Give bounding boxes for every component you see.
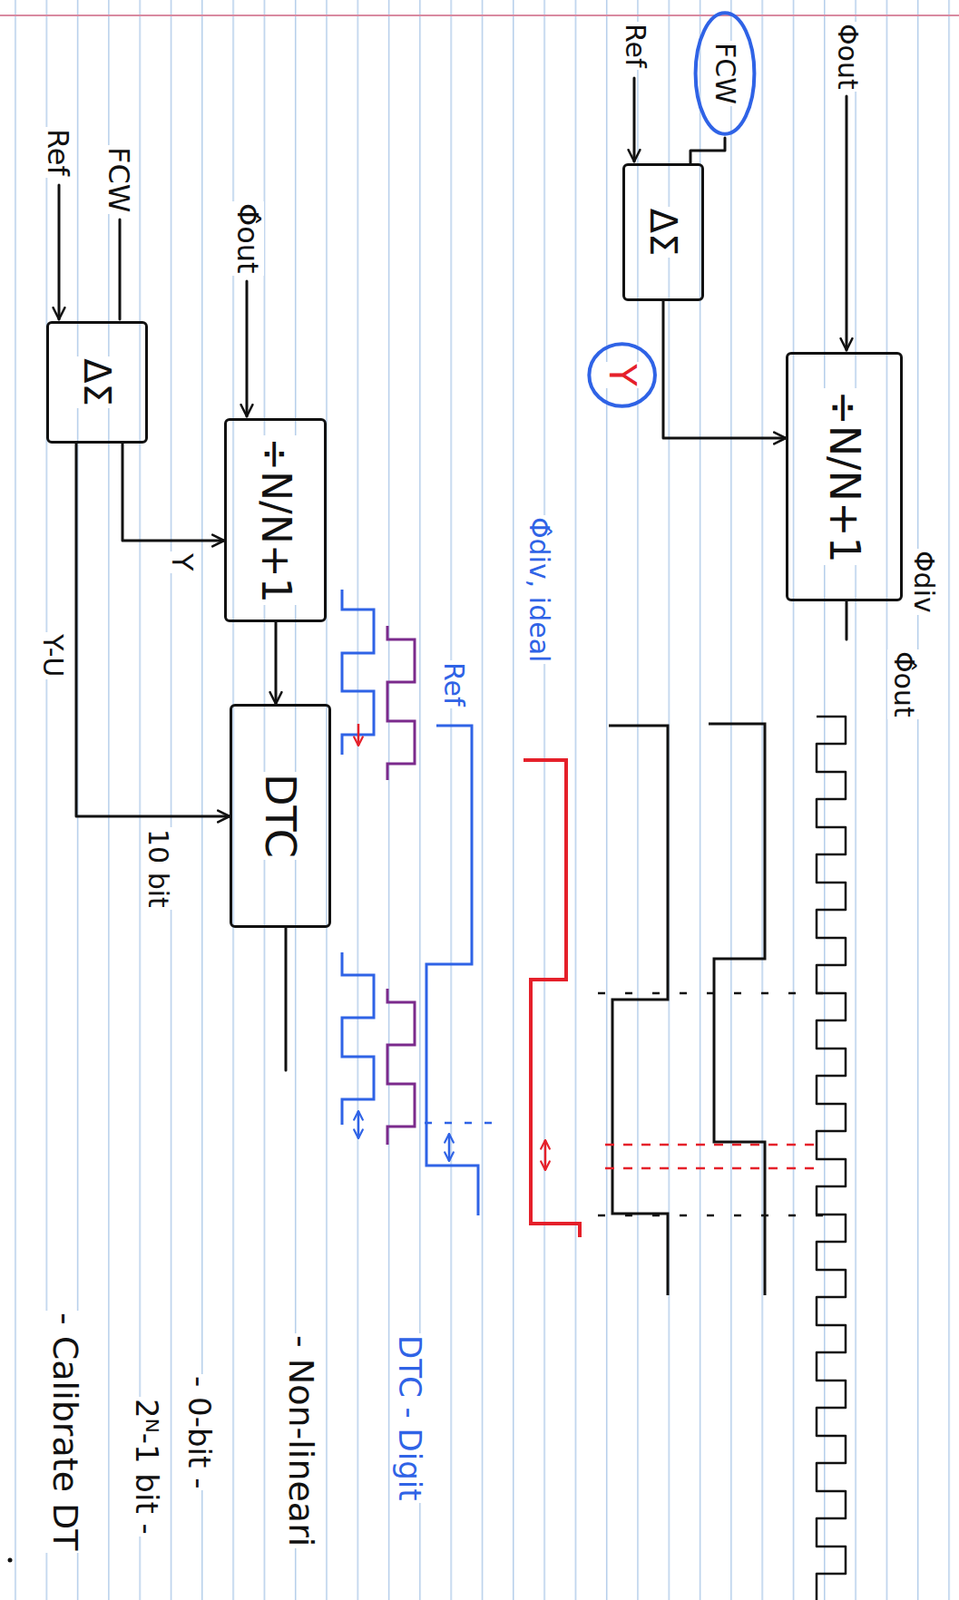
note-text: - Non-lineari	[280, 1333, 321, 1549]
error-arrow	[544, 1140, 548, 1171]
node-text: ΔΣ	[76, 356, 118, 409]
signal-wire	[76, 443, 230, 817]
signal-wire	[690, 137, 725, 164]
timing-guide	[414, 1122, 492, 1126]
output-wire	[284, 928, 288, 1071]
ref-waveform	[342, 589, 374, 755]
signal-name: Y	[165, 551, 199, 574]
divider-waveform	[608, 725, 668, 1296]
waveform-label: Φ̂div, ideal	[523, 515, 556, 665]
ink-dot	[8, 1558, 13, 1564]
timing-guide	[596, 992, 823, 996]
delay-arrow	[357, 724, 361, 746]
node-text: ÷N/N+1	[252, 435, 299, 605]
signal-wire	[663, 301, 786, 439]
node-text: FCW	[709, 40, 742, 107]
timing-guide	[600, 1167, 814, 1171]
signal-wire	[274, 622, 278, 705]
divider-box: ÷N/N+1	[224, 418, 327, 623]
waveform-label: Ref	[438, 660, 470, 709]
timing-guide	[596, 1214, 823, 1218]
input-wire	[245, 281, 249, 417]
signal-name: FCW	[101, 145, 136, 215]
circle-outline	[589, 343, 656, 407]
input-wire	[845, 96, 849, 351]
dtc-box: DTC	[229, 704, 332, 929]
margin-line	[0, 14, 959, 17]
node-text: ÷N/N+1	[820, 388, 869, 566]
node-text: ΔΣ	[642, 206, 685, 259]
note-text: 2ᴺ-1 bit -	[128, 1397, 165, 1537]
circle-outline	[695, 12, 755, 134]
dtc-waveform	[387, 626, 415, 781]
note-text: DTC - Digit	[391, 1333, 428, 1504]
output-wire	[845, 601, 849, 640]
ref-wire	[58, 185, 61, 320]
note-text: - 0-bit -	[181, 1374, 217, 1491]
divider-box: ÷N/N+1	[785, 352, 903, 602]
circled-signal: Y	[586, 342, 660, 409]
node-text: Y	[601, 362, 644, 388]
divider-waveform	[708, 724, 765, 1296]
ref-wire	[633, 78, 637, 162]
ref-waveform	[426, 725, 479, 1216]
signal-name: Φdiv	[908, 548, 940, 616]
waveform-label: Φ̂out	[888, 649, 920, 720]
error-arrow	[357, 1111, 361, 1139]
signal-name: Φ̂out	[230, 201, 265, 276]
clock-waveform	[816, 716, 846, 1600]
dtc-waveform	[387, 988, 415, 1145]
error-arrow	[448, 1134, 451, 1162]
timing-guide	[600, 1144, 814, 1147]
ref-waveform	[342, 952, 374, 1126]
signal-name: Ref	[40, 127, 75, 178]
delta-sigma-box: ΔΣ	[622, 163, 705, 302]
signal-name: Φout	[831, 21, 864, 92]
delta-sigma-box: ΔΣ	[46, 321, 148, 444]
note-text: - Calibrate DT	[44, 1311, 85, 1554]
signal-name: Y-U	[37, 632, 69, 680]
ideal-waveform	[523, 760, 580, 1238]
circled-input: FCW	[692, 9, 758, 138]
bus-width: 10 bit	[142, 827, 175, 911]
signal-wire	[122, 443, 225, 541]
node-text: DTC	[256, 772, 305, 861]
signal-name: Ref	[619, 21, 652, 70]
fcw-wire	[118, 219, 122, 320]
